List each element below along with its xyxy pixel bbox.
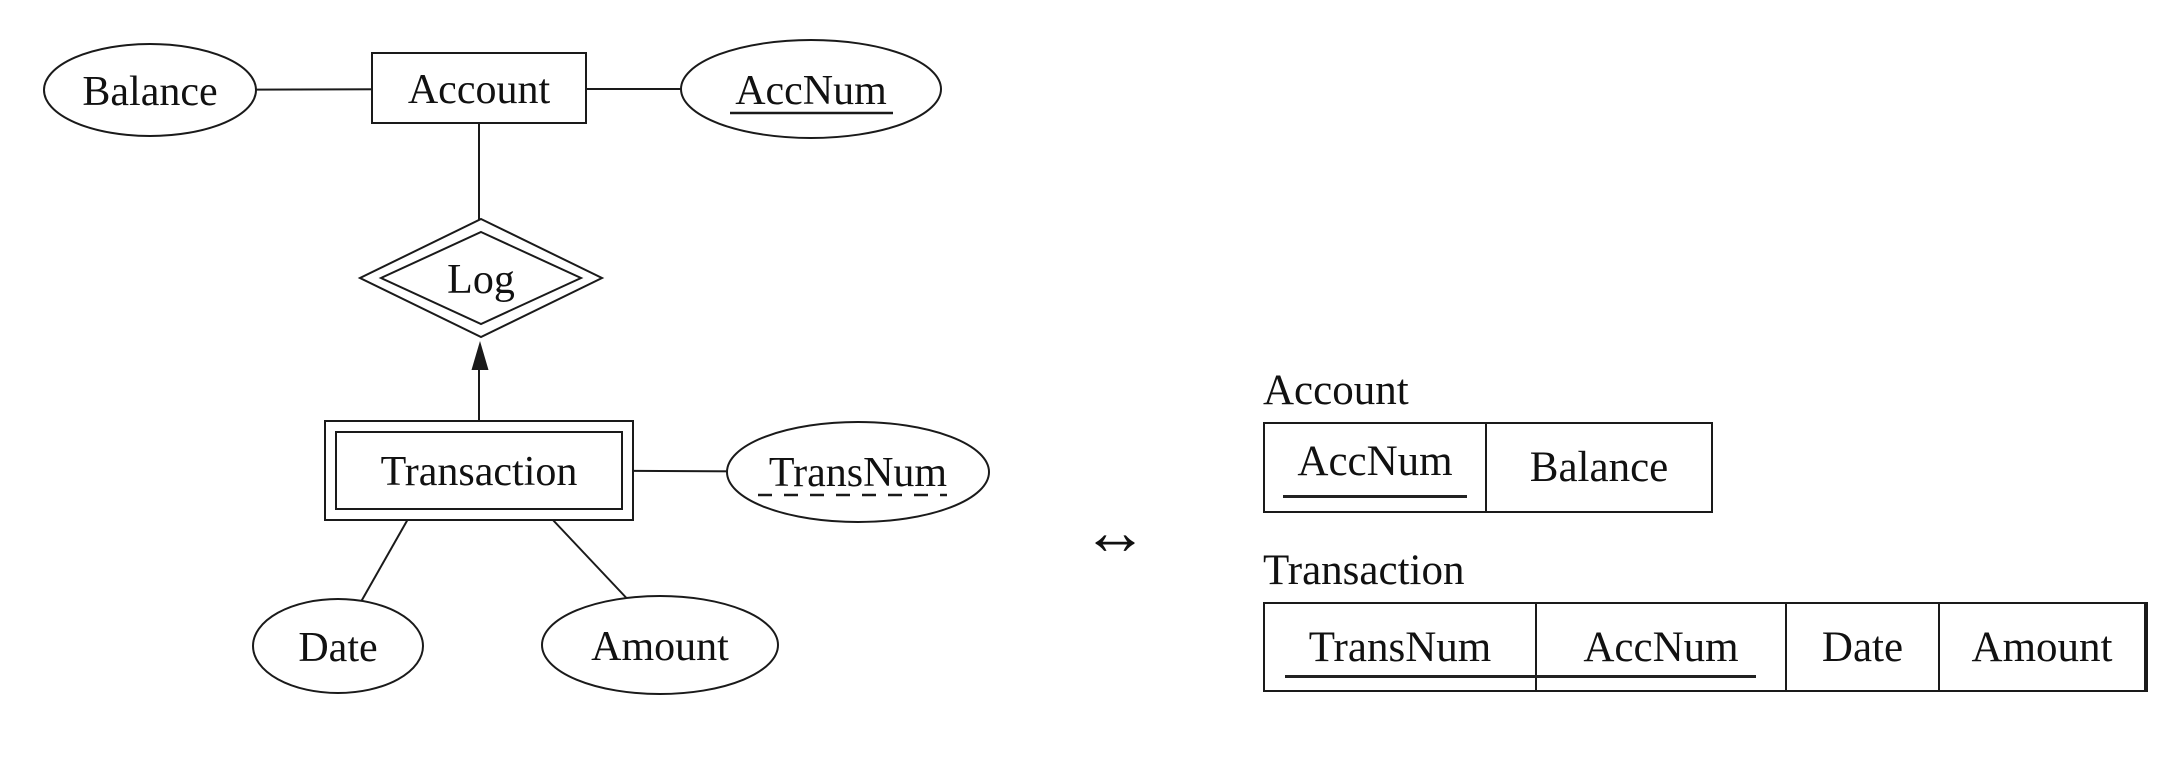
- attribute-amount-ellipse: [541, 595, 779, 695]
- attribute-date-label: Date: [298, 625, 377, 671]
- attribute-accnum-label: AccNum: [735, 68, 887, 114]
- relationship-log-diamond-inner: [378, 230, 584, 326]
- attribute-amount-label: Amount: [591, 624, 729, 670]
- transaction-table: TransNum AccNum Date Amount: [1263, 602, 2148, 692]
- edge-transaction-amount: [551, 518, 635, 607]
- attribute-balance-ellipse: [43, 43, 257, 137]
- transaction-column-accnum: AccNum: [1537, 604, 1787, 690]
- transaction-transnum-text: TransNum: [1308, 623, 1492, 671]
- relationship-log-label: Log: [447, 257, 515, 303]
- attribute-transnum-ellipse: [726, 421, 990, 523]
- transaction-table-title: Transaction: [1263, 547, 1465, 594]
- transaction-column-transnum: TransNum: [1265, 604, 1537, 690]
- account-accnum-key-text: AccNum: [1283, 437, 1467, 498]
- entity-account-rect: [371, 52, 587, 124]
- transaction-column-date: Date: [1787, 604, 1940, 690]
- arrowhead-to-log: [471, 341, 489, 370]
- account-column-balance: Balance: [1487, 424, 1711, 511]
- er-diagram: Balance Account AccNum Log Transaction T…: [43, 39, 990, 695]
- transaction-accnum-text: AccNum: [1583, 623, 1739, 671]
- account-table-title: Account: [1263, 367, 1409, 414]
- account-table: AccNum Balance: [1263, 422, 1713, 513]
- attribute-date-ellipse: [252, 598, 424, 694]
- account-column-accnum: AccNum: [1265, 424, 1488, 511]
- transaction-amount-text: Amount: [1971, 623, 2113, 671]
- transaction-column-amount: Amount: [1940, 604, 2146, 690]
- attribute-balance-label: Balance: [82, 69, 217, 115]
- account-balance-text: Balance: [1529, 444, 1669, 491]
- entity-transaction-label: Transaction: [381, 449, 578, 495]
- edge-transaction-date: [357, 518, 409, 608]
- correspondence-arrow: ↔: [1082, 496, 1148, 569]
- entity-transaction-rect-inner: [335, 431, 623, 510]
- transaction-date-text: Date: [1821, 623, 1904, 671]
- entity-account-label: Account: [408, 67, 551, 113]
- attribute-transnum-label: TransNum: [769, 450, 947, 496]
- transaction-composite-key-underline: [1285, 675, 1756, 678]
